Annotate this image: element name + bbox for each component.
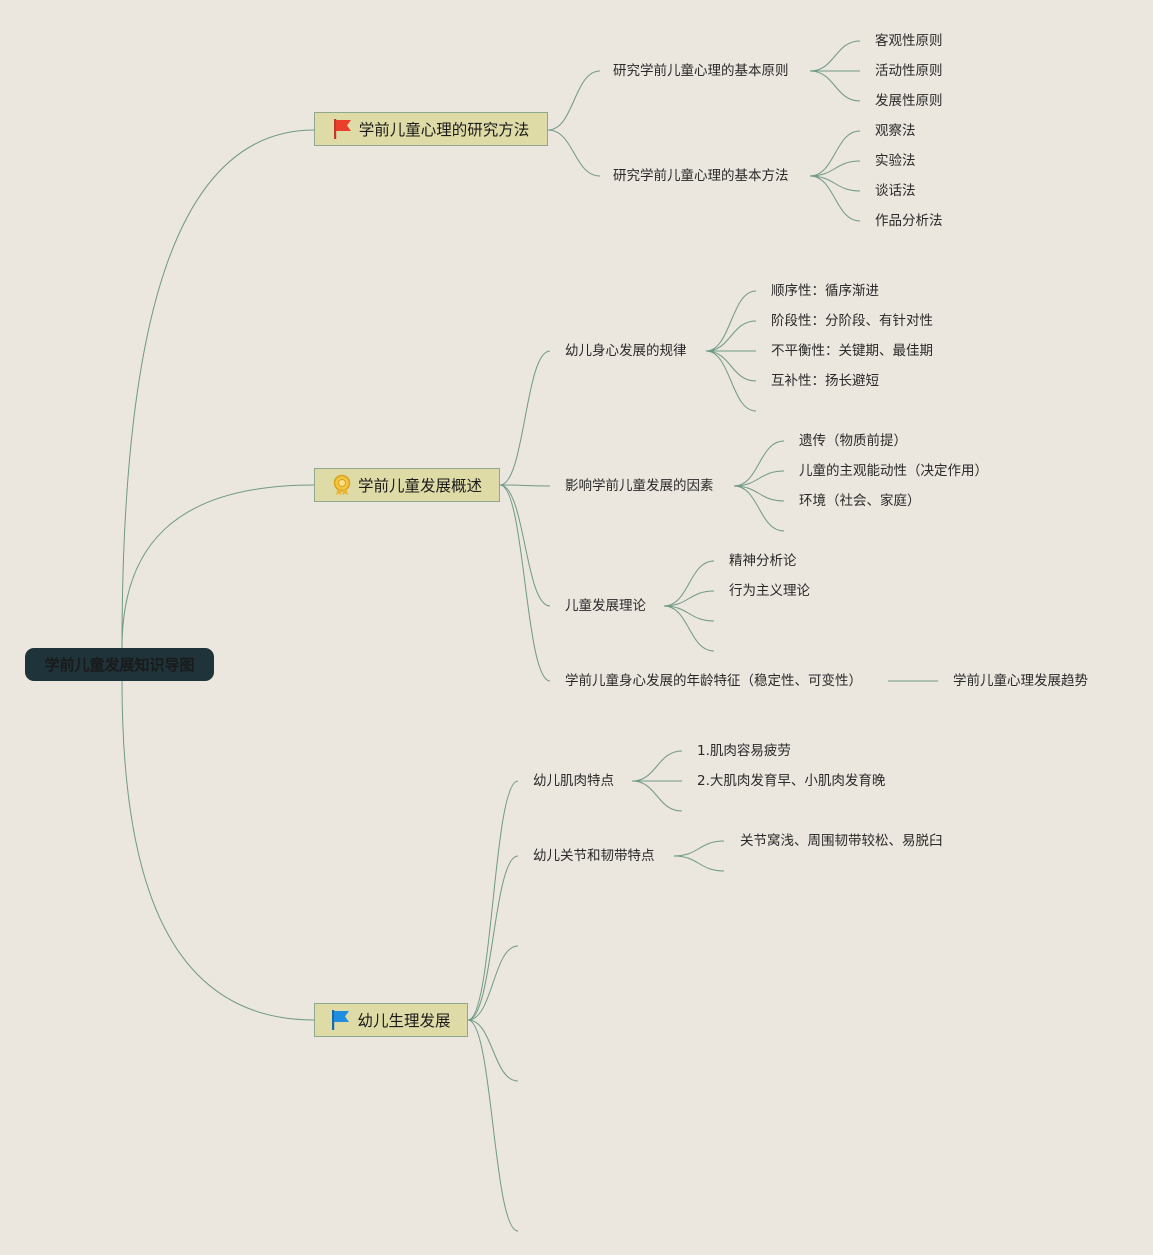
branch-physical-development[interactable]: 幼儿生理发展: [314, 1003, 468, 1037]
connector-curve: [705, 320, 757, 352]
connector-curve: [547, 70, 601, 131]
connector-curve: [673, 840, 725, 857]
leaf-topic[interactable]: 发展性原则: [875, 93, 943, 109]
leaf-topic[interactable]: 精神分析论: [729, 553, 797, 569]
connector-curve: [467, 945, 519, 1021]
connector-curve: [809, 160, 861, 177]
subtopic-development-laws[interactable]: 幼儿身心发展的规律: [565, 343, 687, 359]
connector-curve: [121, 129, 315, 649]
subtopic-influencing-factors[interactable]: 影响学前儿童发展的因素: [565, 478, 714, 494]
connector-curve: [733, 485, 785, 502]
branch-title: 学前儿童心理的研究方法: [358, 121, 530, 139]
leaf-topic[interactable]: 阶段性：分阶段、有针对性: [771, 313, 933, 329]
subtopic-muscle-features[interactable]: 幼儿肌肉特点: [533, 773, 614, 789]
connector-curve: [705, 350, 757, 412]
leaf-topic[interactable]: 不平衡性：关键期、最佳期: [771, 343, 933, 359]
leaf-topic[interactable]: 作品分析法: [875, 213, 943, 229]
award-medal-icon: [333, 474, 351, 496]
branch-title: 学前儿童发展概述: [357, 477, 482, 495]
connector-curve: [121, 484, 315, 649]
leaf-topic[interactable]: 遗传（物质前提）: [799, 433, 907, 449]
leaf-topic[interactable]: 学前儿童心理发展趋势: [953, 673, 1088, 689]
connector-curve: [547, 129, 601, 177]
red-flag-icon: [333, 119, 351, 139]
branch-title: 幼儿生理发展: [357, 1012, 451, 1030]
leaf-topic[interactable]: 行为主义理论: [729, 583, 810, 599]
connector-curve: [809, 175, 861, 222]
connector-curve: [467, 780, 519, 1021]
connector-curve: [705, 350, 757, 382]
connector-curve: [663, 560, 715, 607]
leaf-topic[interactable]: 活动性原则: [875, 63, 943, 79]
connector-curve: [467, 1019, 519, 1082]
connector-curve: [663, 590, 715, 607]
connector-curve: [705, 290, 757, 352]
connector-curve: [467, 1019, 519, 1232]
connector-curve: [809, 130, 861, 177]
connector-curve: [809, 175, 861, 192]
connector-curve: [499, 484, 551, 682]
connector-curve: [121, 680, 315, 1021]
subtopic-joint-ligament-features[interactable]: 幼儿关节和韧带特点: [533, 848, 655, 864]
leaf-topic[interactable]: 儿童的主观能动性（决定作用）: [799, 463, 988, 479]
connector-curve: [631, 780, 683, 812]
leaf-topic[interactable]: 客观性原则: [875, 33, 943, 49]
connector-curve: [467, 855, 519, 1021]
leaf-topic[interactable]: 互补性：扬长避短: [771, 373, 879, 389]
connector-curve: [663, 605, 715, 622]
blue-flag-icon: [332, 1010, 350, 1030]
subtopic-basic-principles[interactable]: 研究学前儿童心理的基本原则: [613, 63, 789, 79]
branch-development-overview[interactable]: 学前儿童发展概述: [314, 468, 500, 502]
leaf-topic[interactable]: 观察法: [875, 123, 916, 139]
branch-research-methods[interactable]: 学前儿童心理的研究方法: [314, 112, 548, 146]
connector-curve: [809, 70, 861, 102]
connector-curve: [663, 605, 715, 652]
connector-curve: [631, 750, 683, 782]
leaf-topic[interactable]: 2.大肌肉发育早、小肌肉发育晚: [697, 773, 886, 789]
connector-curve: [673, 855, 725, 872]
leaf-topic[interactable]: 关节窝浅、周围韧带较松、易脱臼: [740, 833, 943, 849]
connector-curve: [499, 350, 551, 486]
leaf-topic[interactable]: 1.肌肉容易疲劳: [697, 743, 791, 759]
connector-curve: [499, 484, 551, 607]
subtopic-basic-methods[interactable]: 研究学前儿童心理的基本方法: [613, 168, 789, 184]
leaf-topic[interactable]: 实验法: [875, 153, 916, 169]
connector-curve: [733, 470, 785, 487]
subtopic-development-theories[interactable]: 儿童发展理论: [565, 598, 646, 614]
connector-curve: [499, 484, 551, 487]
leaf-topic[interactable]: 环境（社会、家庭）: [799, 493, 921, 509]
connector-curve: [809, 40, 861, 72]
leaf-topic[interactable]: 谈话法: [875, 183, 916, 199]
leaf-topic[interactable]: 顺序性：循序渐进: [771, 283, 879, 299]
subtopic-age-characteristics[interactable]: 学前儿童身心发展的年龄特征（稳定性、可变性）: [565, 673, 862, 689]
connector-curve: [733, 440, 785, 487]
root-topic[interactable]: 学前儿童发展知识导图: [25, 648, 214, 681]
connector-curve: [733, 485, 785, 532]
